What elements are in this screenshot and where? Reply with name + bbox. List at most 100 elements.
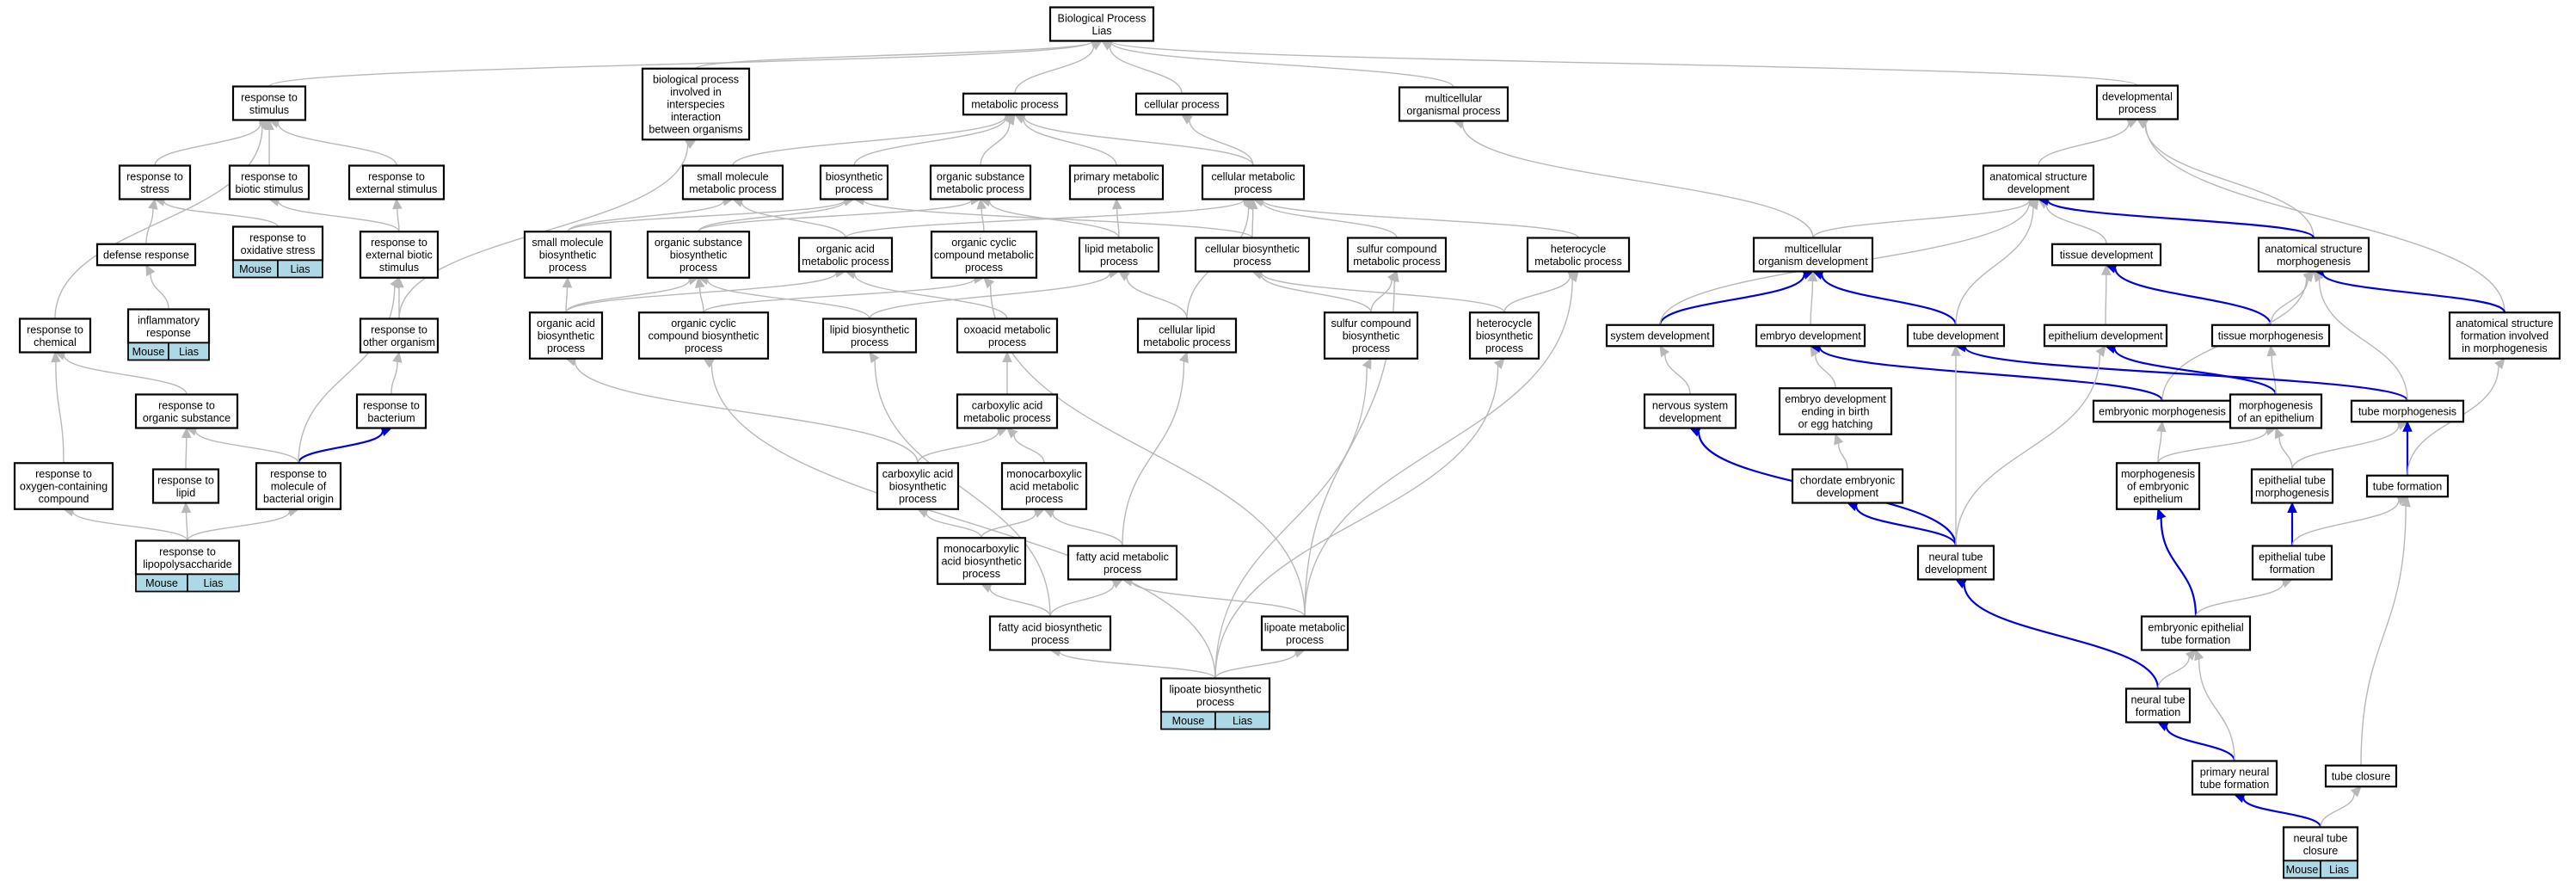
go-term-node[interactable]: cellular process [1134, 92, 1229, 116]
relation-edge [1955, 345, 2106, 546]
go-term-label: metabolic process [1143, 336, 1231, 348]
go-term-node[interactable]: tube development [1906, 323, 2006, 348]
go-term-label: response to [158, 399, 215, 411]
edge-line [2278, 436, 2293, 470]
go-term-label: response [146, 327, 191, 339]
go-term-box [2124, 687, 2192, 724]
go-term-node[interactable]: embryonic morphogenesis [2092, 399, 2233, 423]
edge-line [2045, 204, 2107, 244]
go-term-node[interactable]: defense response [95, 243, 197, 267]
go-term-label: acid biosynthetic [941, 556, 1021, 568]
go-term-node[interactable]: metabolic process [962, 92, 1068, 116]
edge-line [1837, 443, 1848, 470]
go-term-node[interactable]: embryo development [1755, 323, 1866, 348]
go-term-box [821, 317, 918, 354]
go-term-node[interactable]: tissue morphogenesis [2210, 323, 2331, 348]
go-term-label: biosynthetic [1476, 330, 1534, 342]
go-term-box [2257, 237, 2370, 273]
go-term-label: molecule of [271, 481, 327, 493]
go-term-label: oxygen-containing [20, 481, 108, 493]
edge-line [1260, 274, 1372, 313]
go-term-node[interactable]: epithelium development [2043, 323, 2168, 348]
edge-arrowhead [1807, 270, 1818, 282]
edge-arrowhead [2101, 264, 2112, 275]
go-term-label: response to [249, 231, 306, 243]
go-term-node[interactable]: tissue development [2050, 243, 2162, 267]
go-term-node[interactable]: tube formation [2365, 474, 2450, 498]
edge-line [1189, 120, 1254, 166]
go-term-box [1346, 237, 1448, 273]
edge-line [703, 278, 975, 313]
go-term-node[interactable]: tube morphogenesis [2350, 399, 2465, 423]
tag-outline [135, 539, 240, 593]
go-term-label: tube formation [2373, 481, 2443, 493]
go-term-node[interactable]: system development [1605, 323, 1715, 348]
go-term-node[interactable]: tube closure [2324, 764, 2398, 788]
edge-line [1814, 354, 1836, 389]
